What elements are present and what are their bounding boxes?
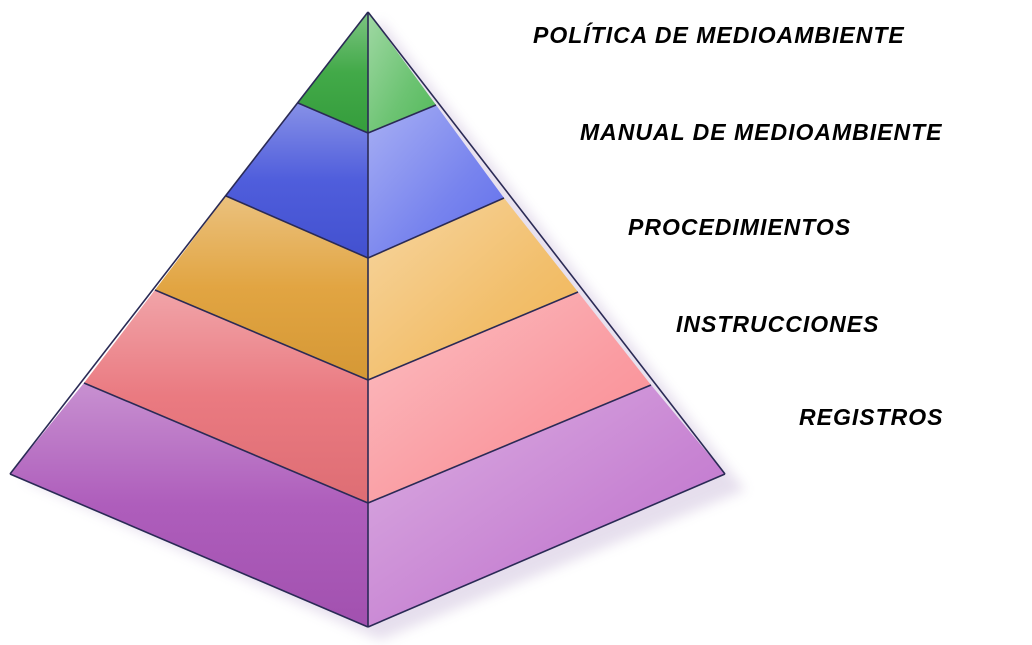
left-edge-line [9, 11, 369, 475]
boundary-left-2 [225, 195, 369, 259]
boundary-right-3 [367, 291, 579, 381]
boundary-left-5 [9, 473, 369, 628]
boundary-right-4 [367, 384, 652, 504]
pyramid-level-registros-left-shine [10, 383, 368, 627]
pyramid-level-politica-right-shine [368, 12, 436, 133]
level-label-instrucciones: INSTRUCCIONES [676, 311, 880, 337]
pyramid-level-manual-right-shine [368, 105, 504, 258]
boundary-right-1 [367, 104, 437, 134]
pyramid-level-registros-right-shine [368, 385, 725, 627]
boundary-left-1 [297, 102, 369, 134]
level-label-procedimientos: PROCEDIMIENTOS [628, 214, 852, 240]
right-edge-line [367, 11, 726, 475]
pyramid-level-instrucciones-left-shine [84, 290, 368, 503]
level-label-registros: REGISTROS [799, 404, 944, 430]
pyramid-level-manual-left-shine [226, 103, 368, 258]
pyramid-level-procedimientos-right-shine [368, 198, 578, 380]
pyramid-level-politica-left-shine [298, 12, 368, 133]
pyramid-level-procedimientos-left-shine [155, 196, 368, 380]
level-label-manual: MANUAL DE MEDIOAMBIENTE [580, 119, 943, 145]
pyramid-level-instrucciones-right-shine [368, 292, 651, 503]
level-label-politica: POLÍTICA DE MEDIOAMBIENTE [533, 22, 905, 48]
boundary-left-3 [154, 289, 369, 381]
boundary-right-5 [367, 473, 726, 628]
boundary-left-4 [83, 382, 369, 504]
boundary-right-2 [367, 197, 505, 259]
